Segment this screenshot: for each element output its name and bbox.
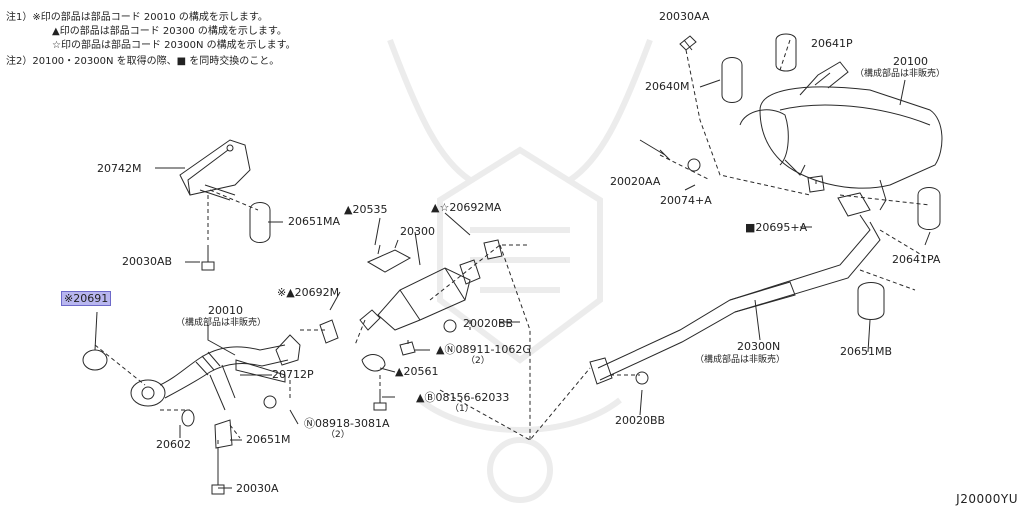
part-label-20691-highlighted[interactable]: ※20691 xyxy=(61,291,112,306)
part-label-20030A[interactable]: 20030A xyxy=(236,482,279,495)
bracket-20742M xyxy=(179,139,251,201)
part-qty-08918: （2） xyxy=(326,430,350,440)
part-label-20640M[interactable]: 20640M xyxy=(645,80,690,93)
part-label-20651M[interactable]: 20651M xyxy=(246,433,291,446)
part-label-20030AB[interactable]: 20030AB xyxy=(122,255,173,268)
part-label-20692M[interactable]: ※▲20692M xyxy=(277,286,340,299)
part-label-20695A[interactable]: ■20695+A xyxy=(745,221,808,234)
part-label-20712P[interactable]: 20712P xyxy=(272,368,314,381)
part-qty-08911: （2） xyxy=(466,356,490,366)
part-label-20742M[interactable]: 20742M xyxy=(97,162,142,175)
note-line-2: ▲印の部品は部品コード 20300 の構成を示します。 xyxy=(52,26,287,37)
note-line-1: 注1）※印の部品は部品コード 20010 の構成を示します。 xyxy=(6,12,268,23)
gasket-20602 xyxy=(181,409,195,427)
part-label-20030AA[interactable]: 20030AA xyxy=(659,10,710,23)
note-line-3: ☆印の部品は部品コード 20300N の構成を示します。 xyxy=(52,40,296,51)
part-qty-08156: （1） xyxy=(450,404,474,414)
center-pipe-20300N xyxy=(589,192,881,385)
part-note-20300N: （構成部品は非販売） xyxy=(695,355,786,365)
part-label-20651MB[interactable]: 20651MB xyxy=(840,345,893,358)
catalyst-20300 xyxy=(359,239,481,331)
part-label-20020BB-upper[interactable]: 20020BB xyxy=(463,317,514,330)
gasket-20691 xyxy=(82,349,108,371)
part-label-08156-62033[interactable]: ▲Ⓑ08156-62033 xyxy=(416,391,510,404)
muffler-20100 xyxy=(739,61,943,211)
diagram-code: J20000YU xyxy=(956,492,1018,506)
watermark-emblem xyxy=(387,38,653,503)
part-label-20651MA[interactable]: 20651MA xyxy=(288,215,341,228)
label-leaders xyxy=(94,72,931,489)
part-label-20692MA[interactable]: ▲☆20692MA xyxy=(431,201,502,214)
rubber-hangers xyxy=(214,33,941,449)
part-label-20300N[interactable]: 20300N xyxy=(737,340,781,353)
part-label-08918-3081A[interactable]: Ⓝ08918-3081A xyxy=(304,417,390,430)
part-label-20641P[interactable]: 20641P xyxy=(811,37,853,50)
part-note-20100: （構成部品は非販売） xyxy=(855,69,946,79)
part-label-20561[interactable]: ▲20561 xyxy=(395,365,439,378)
part-note-20010: （構成部品は非販売） xyxy=(176,318,267,328)
part-label-20535[interactable]: ▲20535 xyxy=(344,203,388,216)
part-label-20100[interactable]: 20100 xyxy=(893,55,928,68)
part-label-20020AA[interactable]: 20020AA xyxy=(610,175,661,188)
part-label-08911-1062G[interactable]: ▲Ⓝ08911-1062G xyxy=(436,343,531,356)
front-pipe-20010 xyxy=(130,334,301,411)
part-label-20641PA[interactable]: 20641PA xyxy=(892,253,941,266)
part-label-20602[interactable]: 20602 xyxy=(156,438,191,451)
bolts xyxy=(201,35,697,495)
part-label-20010[interactable]: 20010 xyxy=(208,304,243,317)
note-line-4: 注2）20100・20300N を取得の際、■ を同時交換のこと。 xyxy=(6,56,280,67)
part-label-20074A[interactable]: 20074+A xyxy=(660,194,712,207)
part-label-20300[interactable]: 20300 xyxy=(400,225,435,238)
part-label-20020BB-lower[interactable]: 20020BB xyxy=(615,414,666,427)
gaskets-nuts xyxy=(263,158,825,409)
